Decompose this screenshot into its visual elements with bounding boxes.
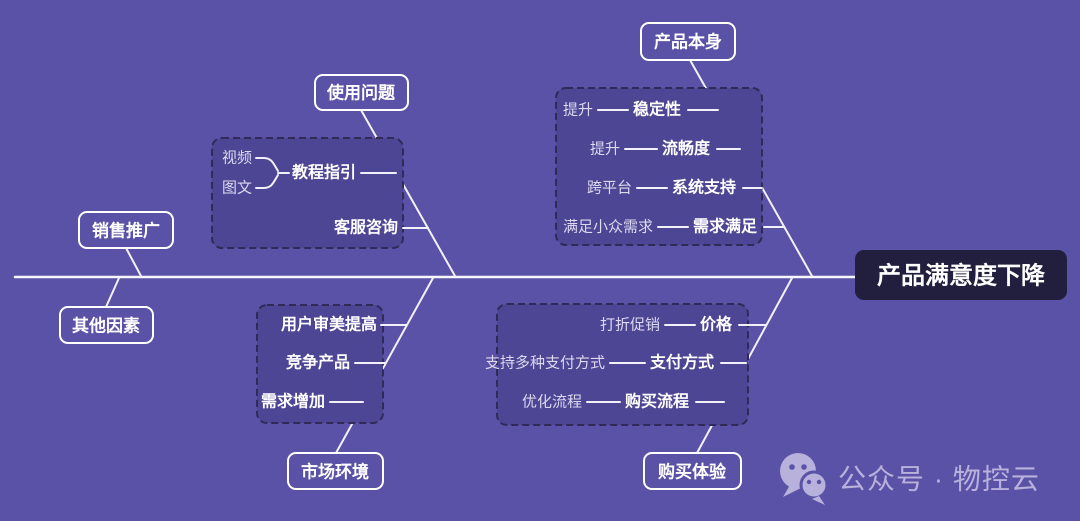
node-label-product-itself: 产品本身 [654,32,722,52]
watermark-text: 公众号 · 物控云 [838,464,1040,495]
node-market-environment[interactable]: 市场环境 [287,452,384,490]
brace-line [255,174,279,189]
wechat-eye [816,479,822,485]
panel-market-environment: 用户审美提高 竞争产品 需求增加 [256,304,407,424]
panel-product-itself: 提升 稳定性 提升 流畅度 跨平台 系统支持 满足小众需求 需求满足 [555,87,785,246]
wechat-eye [789,464,795,470]
cause-factor[interactable]: 需求增加 [261,392,325,411]
branch-line-sales-promotion [125,247,142,277]
panel-purchase-experience: 打折促销 价格 支持多种支付方式 支付方式 优化流程 购买流程 [485,303,767,426]
cause-detail[interactable]: 提升 [590,141,620,158]
cause-detail[interactable]: 图文 [222,180,252,197]
wechat-bubble-small [799,470,829,500]
cause-factor[interactable]: 教程指引 [292,163,356,182]
watermark: 公众号 · 物控云 [780,453,1040,505]
node-label-market-environment: 市场环境 [301,462,369,482]
node-box-market-environment[interactable] [287,452,384,490]
node-box-other-factors[interactable] [59,306,154,344]
branch-line-other-factors [105,277,120,308]
cause-detail[interactable]: 支持多种支付方式 [485,355,605,372]
panel-box-product-itself [555,87,763,246]
cause-factor[interactable]: 价格 [700,315,733,334]
panel-box-usage-problems [211,137,404,249]
cause-detail[interactable]: 打折促销 [600,317,660,334]
cause-factor[interactable]: 用户审美提高 [281,315,377,334]
node-label-sales-promotion: 销售推广 [92,221,160,241]
cause-detail[interactable]: 视频 [222,150,252,167]
node-other-factors[interactable]: 其他因素 [59,306,154,344]
wechat-bubble-large-tail [783,485,799,497]
node-product-itself[interactable]: 产品本身 [640,22,736,61]
wechat-bubble-small-tail [812,496,825,505]
node-purchase-experience[interactable]: 购买体验 [643,452,742,490]
node-usage-problems[interactable]: 使用问题 [314,74,409,111]
cause-factor[interactable]: 需求满足 [693,217,758,236]
cause-detail[interactable]: 跨平台 [587,180,632,197]
node-box-usage-problems[interactable] [314,74,409,111]
effect-box[interactable] [855,250,1067,300]
node-box-purchase-experience[interactable] [643,452,742,490]
wechat-eye [806,479,812,485]
cause-detail[interactable]: 提升 [563,102,593,119]
cause-factor[interactable]: 系统支持 [672,178,736,197]
wechat-eye [801,464,807,470]
node-box-product-itself[interactable] [640,22,736,61]
panel-box-purchase-experience [496,303,749,426]
cause-factor[interactable]: 购买流程 [625,392,689,411]
node-label-usage-problems: 使用问题 [326,83,396,103]
node-effect[interactable]: 产品满意度下降 [855,250,1067,300]
brace-line [255,157,279,172]
node-sales-promotion[interactable]: 销售推广 [78,211,174,249]
cause-factor[interactable]: 流畅度 [662,139,711,158]
cause-factor[interactable]: 竞争产品 [286,353,350,372]
cause-factor[interactable]: 支付方式 [649,353,714,372]
panel-usage-problems: 视频 图文 教程指引 客服咨询 [211,137,429,249]
node-label-other-factors: 其他因素 [72,316,140,336]
cause-detail[interactable]: 优化流程 [522,394,582,411]
wechat-icon [780,453,829,505]
node-label-purchase-experience: 购买体验 [658,462,727,482]
effect-label: 产品满意度下降 [877,262,1046,290]
node-box-sales-promotion[interactable] [78,211,174,249]
cause-factor[interactable]: 客服咨询 [334,218,398,237]
cause-detail[interactable]: 满足小众需求 [563,219,653,236]
cause-factor[interactable]: 稳定性 [633,100,681,119]
